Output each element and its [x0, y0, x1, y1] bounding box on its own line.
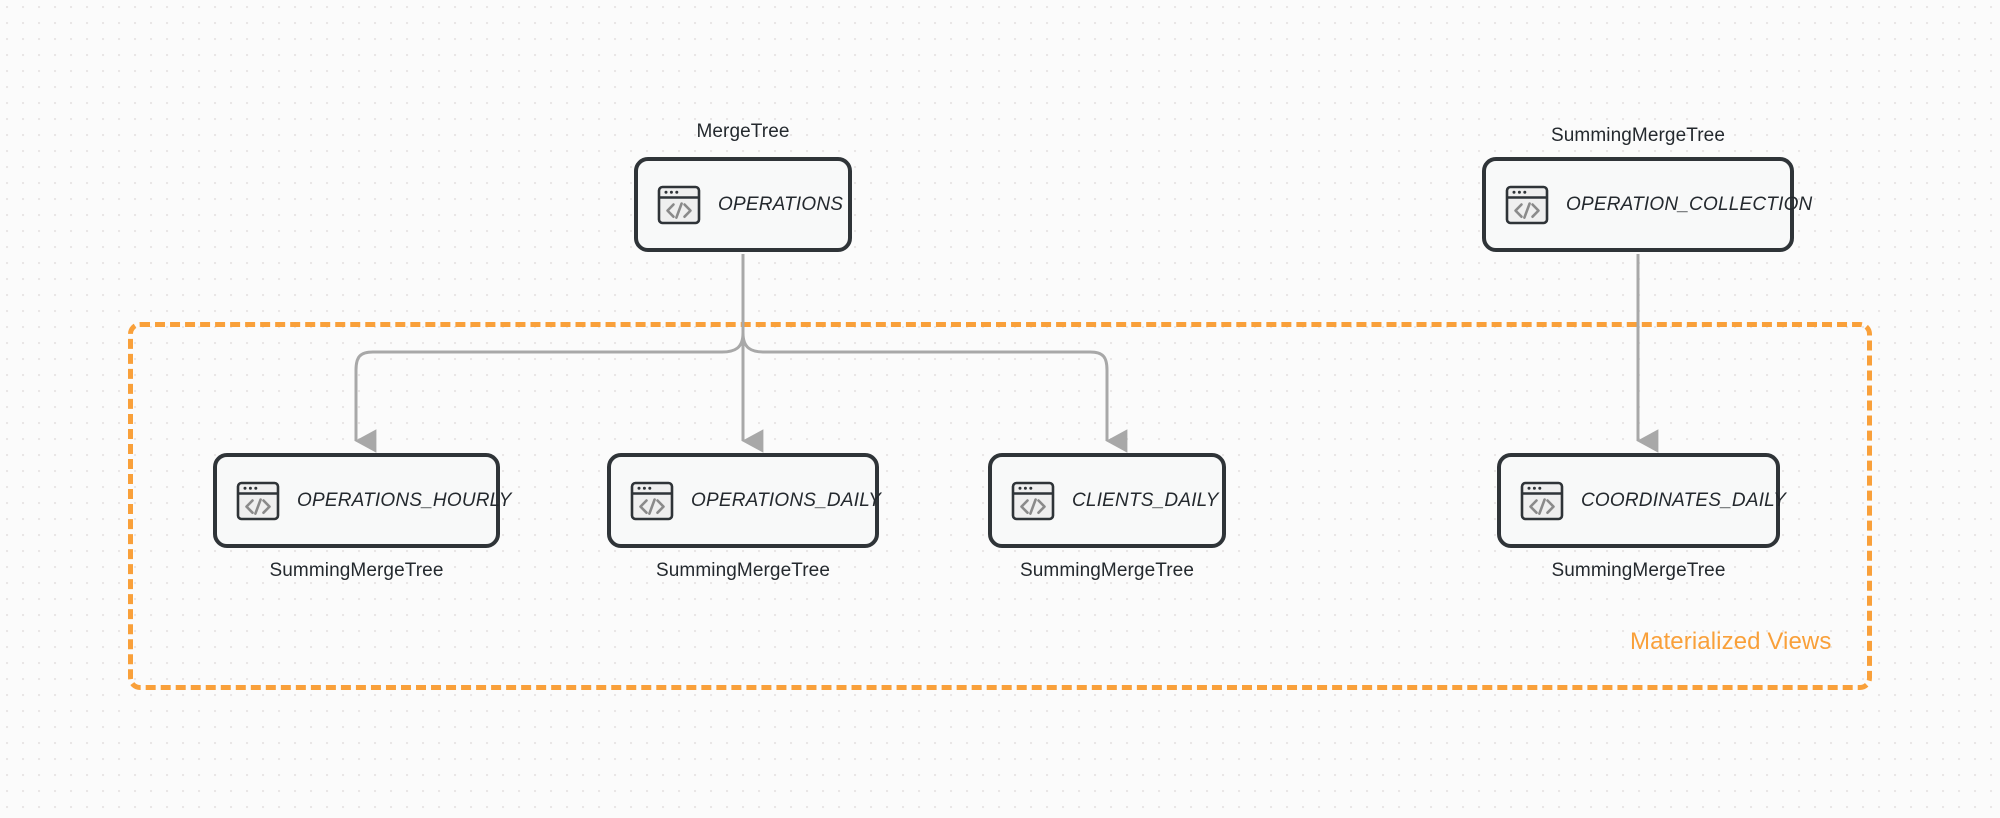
code-window-icon	[1520, 481, 1564, 520]
code-window-icon	[630, 481, 674, 520]
node-operation-collection-label: OPERATION_COLLECTION	[1566, 193, 1813, 215]
node-operations-daily-label: OPERATIONS_DAILY	[691, 489, 882, 511]
code-window-icon	[236, 481, 280, 520]
node-coordinates-daily-label: COORDINATES_DAILY	[1581, 489, 1787, 511]
node-clients-daily[interactable]: CLIENTS_DAILY	[988, 453, 1226, 548]
caption-operations-engine: MergeTree	[696, 121, 790, 142]
node-operation-collection[interactable]: OPERATION_COLLECTION	[1482, 157, 1812, 252]
node-operations-hourly[interactable]: OPERATIONS_HOURLY	[213, 453, 511, 548]
code-window-icon	[1505, 185, 1549, 224]
node-operations[interactable]: OPERATIONS	[634, 157, 852, 252]
caption-operations-hourly-engine: SummingMergeTree	[269, 560, 444, 581]
node-operations-daily[interactable]: OPERATIONS_DAILY	[607, 453, 882, 548]
materialized-views-group-label: Materialized Views	[1630, 628, 1832, 655]
caption-clients-daily-engine: SummingMergeTree	[1019, 560, 1195, 581]
node-operations-hourly-label: OPERATIONS_HOURLY	[297, 489, 512, 511]
node-coordinates-daily[interactable]: COORDINATES_DAILY	[1497, 453, 1786, 548]
caption-operation-collection-engine: SummingMergeTree	[1550, 125, 1726, 146]
code-window-icon	[1011, 481, 1055, 520]
caption-coordinates-daily-engine: SummingMergeTree	[1551, 560, 1726, 581]
caption-operations-daily-engine: SummingMergeTree	[655, 560, 831, 581]
node-operations-label: OPERATIONS	[718, 193, 844, 215]
node-clients-daily-label: CLIENTS_DAILY	[1072, 489, 1219, 511]
code-window-icon	[657, 185, 701, 224]
